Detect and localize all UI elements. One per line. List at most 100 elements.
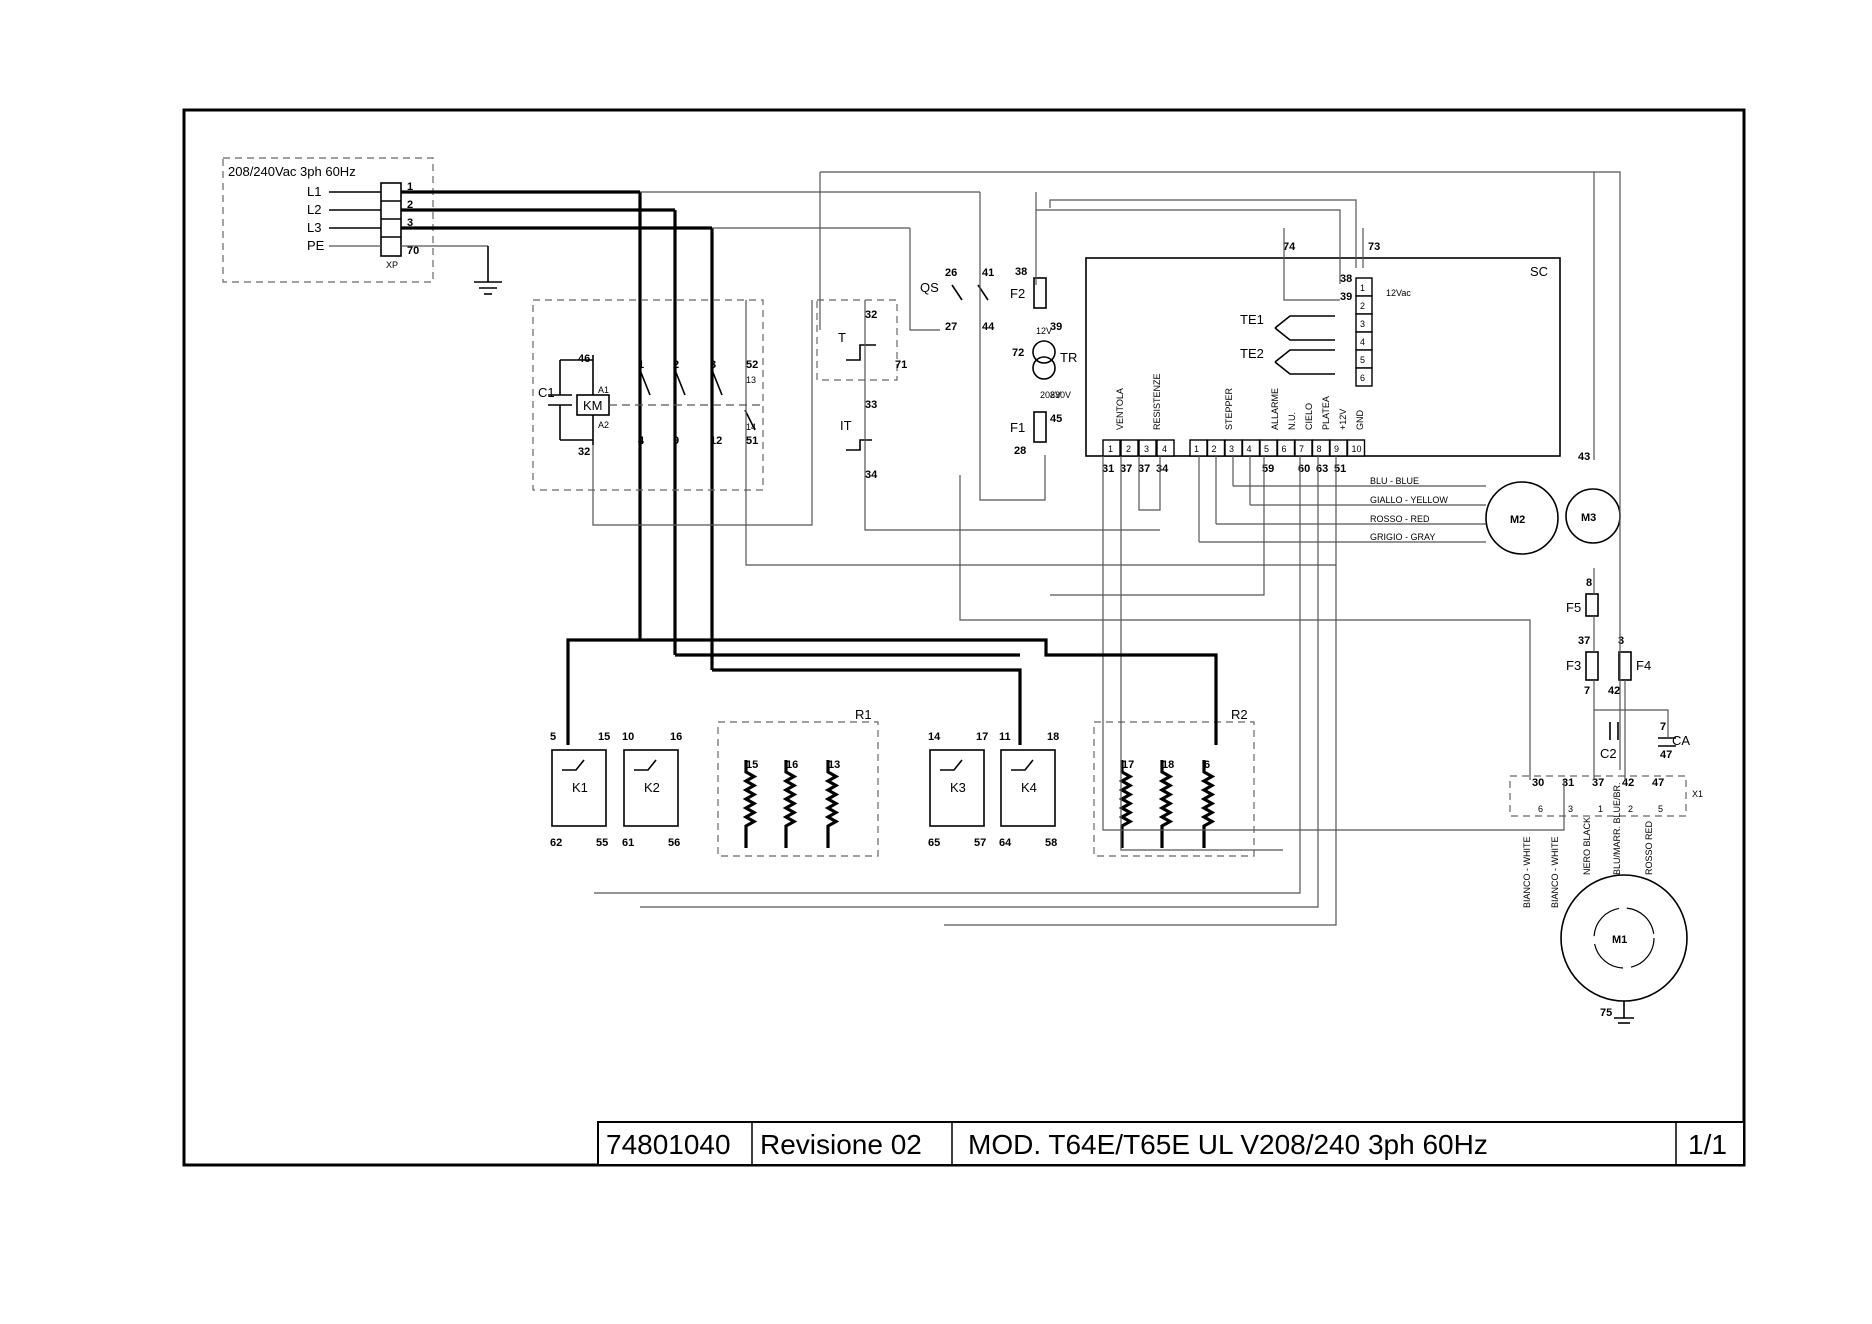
relay-wire-number: 5	[550, 731, 556, 743]
heating-element	[742, 760, 758, 848]
board-right-terminal-number: 8	[1317, 444, 1322, 454]
svg-text:51: 51	[746, 435, 758, 447]
svg-text:32: 32	[865, 309, 877, 321]
motor-m1: M1 75	[1560, 874, 1688, 1024]
fuse-f4: F4 342	[1608, 635, 1651, 697]
board-right-terminal-number: 2	[1212, 444, 1217, 454]
svg-text:30: 30	[1532, 777, 1544, 789]
svg-text:STEPPER: STEPPER	[1224, 387, 1234, 430]
svg-text:3: 3	[710, 359, 716, 371]
svg-text:34: 34	[865, 469, 878, 481]
xp-connector-label: XP	[386, 260, 398, 270]
board-right-terminal-number: 10	[1352, 444, 1362, 454]
svg-text:7: 7	[1584, 685, 1590, 697]
svg-text:SC: SC	[1530, 264, 1548, 279]
drawing-frame	[182, 108, 1746, 1167]
svg-text:TR: TR	[1060, 350, 1077, 365]
heating-element	[1118, 760, 1134, 848]
relay-label: K2	[644, 780, 660, 795]
svg-text:GRIGIO - GRAY: GRIGIO - GRAY	[1370, 532, 1435, 542]
fuse-f2: F2 38	[1010, 266, 1047, 309]
svg-text:12Vac: 12Vac	[1386, 288, 1411, 298]
svg-text:3: 3	[1568, 804, 1573, 814]
relay-wire-number: 62	[550, 837, 562, 849]
motor-wire-labels: BIANCO - WHITE BIANCO - WHITE NERO BLACK…	[1522, 782, 1654, 908]
xp-terminal-3: 3	[407, 217, 413, 229]
board-left-terminal-number: 1	[1108, 444, 1113, 454]
fuse-f5: F5 37	[1566, 593, 1599, 647]
svg-text:C2: C2	[1600, 746, 1617, 761]
relay-wire-number: 16	[670, 731, 682, 743]
svg-text:51: 51	[1334, 463, 1346, 475]
drawing-number: 74801040	[606, 1129, 731, 1160]
xp-terminal-70: 70	[407, 245, 419, 257]
svg-text:37: 37	[1592, 777, 1604, 789]
svg-text:37: 37	[1120, 463, 1132, 475]
svg-text:3: 3	[1618, 635, 1624, 647]
supply-line-l2: L2	[307, 202, 321, 217]
board-top-terminal-number: 2	[1360, 301, 1365, 311]
svg-text:33: 33	[865, 399, 877, 411]
relay-wire-number: 17	[976, 731, 988, 743]
svg-text:8: 8	[1586, 577, 1592, 589]
relay-k4	[1000, 749, 1056, 827]
svg-text:47: 47	[1652, 777, 1664, 789]
svg-text:BLU/MARR. BLUE/BR.: BLU/MARR. BLUE/BR.	[1612, 782, 1622, 875]
relay-contact	[562, 759, 585, 771]
supply-line-l3: L3	[307, 220, 321, 235]
relay-contact	[1011, 759, 1034, 771]
svg-text:59: 59	[1262, 463, 1274, 475]
svg-text:42: 42	[1622, 777, 1634, 789]
board-top-terminal-number: 1	[1360, 283, 1365, 293]
svg-text:14: 14	[746, 422, 756, 432]
heating-element	[824, 760, 840, 848]
svg-text:27: 27	[945, 321, 957, 333]
svg-text:M3: M3	[1581, 512, 1596, 524]
svg-text:31: 31	[1562, 777, 1574, 789]
control-wiring	[592, 171, 1669, 926]
svg-text:52: 52	[746, 359, 758, 371]
relay-label: K3	[950, 780, 966, 795]
svg-text:38: 38	[1015, 266, 1027, 278]
svg-text:74: 74	[1283, 241, 1296, 253]
board-left-terminal	[1156, 439, 1175, 457]
svg-text:18: 18	[1162, 759, 1174, 771]
board-left-terminal	[1120, 439, 1139, 457]
xp-terminal-1: 1	[407, 181, 413, 193]
relay-wire-number: 14	[928, 731, 941, 743]
board-top-terminal-number: 4	[1360, 337, 1365, 347]
svg-text:47: 47	[1660, 749, 1672, 761]
relay-wire-number: 15	[598, 731, 610, 743]
svg-text:45: 45	[1050, 413, 1062, 425]
model: MOD. T64E/T65E UL V208/240 3ph 60Hz	[968, 1129, 1488, 1160]
supply-block: 208/240Vac 3ph 60Hz L1 L2 L3 PE 1 2 3 70…	[222, 157, 434, 283]
board-top-terminal	[1355, 367, 1373, 387]
svg-text:R2: R2	[1231, 707, 1248, 722]
svg-text:BLU - BLUE: BLU - BLUE	[1370, 476, 1419, 486]
heating-element	[1158, 760, 1174, 848]
motor-m3: M3 43 8	[1565, 451, 1621, 589]
sheet-number: 1/1	[1688, 1129, 1727, 1160]
board-right-terminal-number: 9	[1334, 444, 1339, 454]
thermostat-it: IT 34	[840, 418, 878, 481]
relay-contact	[940, 759, 963, 771]
svg-text:ROSSO RED: ROSSO RED	[1644, 820, 1654, 875]
svg-text:6: 6	[1204, 759, 1210, 771]
board-top-terminal-number: 6	[1360, 373, 1365, 383]
svg-text:+12V: +12V	[1338, 409, 1348, 430]
svg-text:37: 37	[1578, 635, 1590, 647]
svg-text:RESISTENZE: RESISTENZE	[1152, 373, 1162, 430]
svg-text:NERO BLACK: NERO BLACK	[1582, 817, 1592, 875]
svg-text:F4: F4	[1636, 658, 1651, 673]
svg-text:43: 43	[1578, 451, 1590, 463]
relay-wire-number: 57	[974, 837, 986, 849]
svg-text:37: 37	[1138, 463, 1150, 475]
svg-text:IT: IT	[840, 418, 852, 433]
stepper-wires: BLU - BLUE GIALLO - YELLOW ROSSO - RED G…	[1198, 456, 1486, 543]
